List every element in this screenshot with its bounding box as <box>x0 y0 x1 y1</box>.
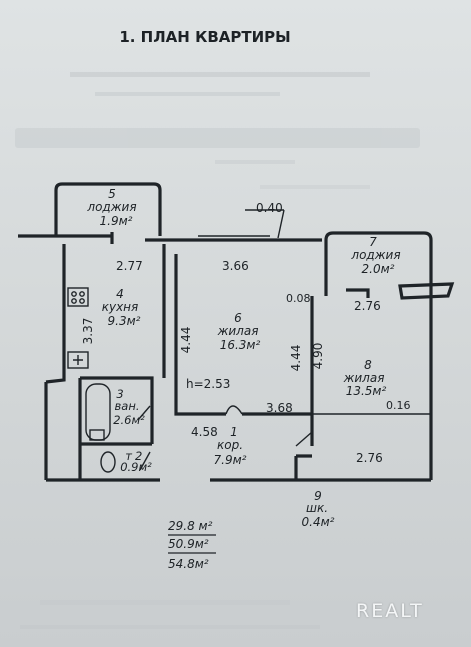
room-7-name: лоджия <box>350 248 400 262</box>
room6-door-arc <box>225 405 243 415</box>
room-5-area: 1.9м² <box>100 214 133 228</box>
room-3-number: 3 <box>116 387 123 401</box>
bath-block-top <box>80 376 154 444</box>
loggia-7-wall <box>324 231 433 296</box>
room-6-number: 6 <box>234 311 242 325</box>
room-1-name: кор. <box>217 438 243 452</box>
room-5-name: лоджия <box>86 200 136 214</box>
loggia-5-wall <box>54 182 162 236</box>
dim-368: 3.68 <box>266 401 293 415</box>
dim-276-bottom: 2.76 <box>356 451 383 465</box>
toilet-door-leaf <box>139 451 151 471</box>
dim-040-leader <box>245 209 285 239</box>
dim-366: 3.66 <box>222 259 249 273</box>
kitchen-sink-icon <box>67 351 89 369</box>
room-1-area: 7.9м² <box>214 453 247 467</box>
room-2-area: 0.9м² <box>120 460 152 474</box>
loggia7-step <box>346 288 370 298</box>
dim-444-right: 4.44 <box>289 345 303 372</box>
realt-watermark: REALT <box>356 600 424 622</box>
room-9-number: 9 <box>314 489 322 503</box>
stove-icon <box>67 287 89 307</box>
room-3-name: ван. <box>115 399 140 413</box>
room-2-name: т <box>125 449 132 463</box>
total-useful-area: 50.9м² <box>168 537 209 551</box>
room-6-name: жилая <box>217 324 259 338</box>
walls <box>18 182 455 482</box>
dimensions: 0.40 2.77 3.66 2.76 0.08 3.37 4.44 4.44 … <box>81 201 411 465</box>
dim-337: 3.37 <box>81 318 95 345</box>
dim-490: 4.90 <box>311 343 325 370</box>
right-window-frame <box>398 282 455 300</box>
room-4-area: 9.3м² <box>108 314 141 328</box>
room-labels: 5 лоджия 1.9м² 4 кухня 9.3м² 6 жилая 16.… <box>86 187 400 529</box>
door-8-leaf <box>295 431 313 447</box>
room-8-number: 8 <box>364 358 372 372</box>
dim-276-top: 2.76 <box>354 299 381 313</box>
total-living-area: 29.8 м² <box>168 519 213 533</box>
bath-sink-icon <box>89 429 105 441</box>
room-1-number: 1 <box>230 425 238 439</box>
room-4-name: кухня <box>102 300 139 314</box>
total-area: 54.8м² <box>168 557 209 571</box>
area-totals: 29.8 м² 50.9м² 54.8м² <box>168 519 216 571</box>
room-6-area: 16.3м² <box>220 338 261 352</box>
room6-left-wall <box>174 254 226 416</box>
dim-458: 4.58 <box>191 425 218 439</box>
room-9-name: шк. <box>306 501 328 515</box>
bath-door-leaf <box>137 405 151 421</box>
room-3-area: 2.6м² <box>113 413 145 427</box>
dim-016: 0.16 <box>386 399 411 412</box>
fixtures <box>67 287 116 473</box>
dim-008: 0.08 <box>286 292 311 305</box>
room-8-name: жилая <box>343 371 385 385</box>
room-5-number: 5 <box>108 187 116 201</box>
plan-title: 1. ПЛАН КВАРТИРЫ <box>119 28 290 46</box>
toilet-icon <box>100 451 116 473</box>
room-7-area: 2.0м² <box>362 262 395 276</box>
bleed-through-text <box>15 72 420 629</box>
room-9-area: 0.4м² <box>302 515 335 529</box>
wardrobe-9-wall <box>294 454 312 480</box>
room-2-number: 2 <box>135 449 142 463</box>
dim-040: 0.40 <box>256 201 283 215</box>
dim-277: 2.77 <box>116 259 143 273</box>
dim-444-left: 4.44 <box>179 327 193 354</box>
room-7-number: 7 <box>369 235 377 249</box>
left-wall-upper <box>45 244 66 384</box>
dim-h253: h=2.53 <box>186 377 230 391</box>
room-8-area: 13.5м² <box>346 384 387 398</box>
room-4-number: 4 <box>116 287 124 301</box>
